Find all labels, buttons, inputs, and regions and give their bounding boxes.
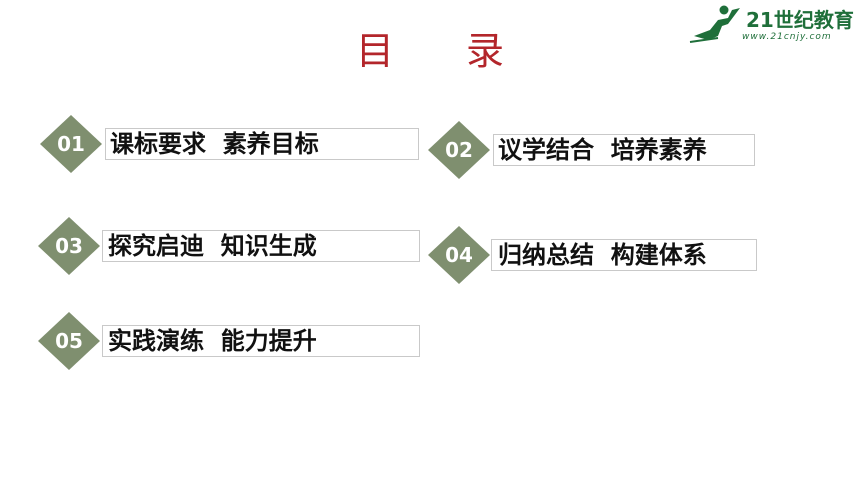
logo: 21世纪教育 www.21cnjy.com — [688, 2, 858, 48]
toc-item-box — [491, 239, 757, 271]
diamond-icon — [428, 226, 490, 284]
diamond-icon — [38, 217, 100, 275]
toc-item-number: 03 — [55, 234, 83, 258]
toc-item-05[interactable]: 实践演练 能力提升 05 — [38, 312, 420, 370]
diamond-icon — [38, 312, 100, 370]
toc-item-box — [102, 325, 420, 357]
toc-item-box — [493, 134, 755, 166]
diamond-icon — [428, 121, 490, 179]
toc-item-number: 05 — [55, 329, 83, 353]
toc-item-label: 实践演练 能力提升 — [108, 327, 317, 355]
toc-item-04[interactable]: 归纳总结 构建体系 04 — [428, 226, 770, 284]
toc-item-number: 02 — [445, 138, 473, 162]
runner-icon — [689, 5, 740, 43]
toc-item-label: 探究启迪 知识生成 — [108, 232, 317, 260]
toc-item-03[interactable]: 探究启迪 知识生成 03 — [38, 217, 420, 275]
diamond-icon — [40, 115, 102, 173]
toc-item-label: 课标要求 素养目标 — [110, 130, 319, 158]
logo-url: www.21cnjy.com — [742, 32, 832, 42]
page-title: 目 录 — [355, 29, 535, 73]
logo-name: 21世纪教育 — [746, 8, 854, 32]
toc-item-02[interactable]: 议学结合 培养素养 02 — [428, 121, 770, 179]
toc-item-box — [105, 128, 419, 160]
toc-item-label: 归纳总结 构建体系 — [498, 241, 707, 269]
toc-item-box — [102, 230, 420, 262]
toc-item-number: 01 — [57, 132, 85, 156]
toc-item-number: 04 — [445, 243, 473, 267]
toc-item-label: 议学结合 培养素养 — [498, 136, 707, 164]
toc-item-01[interactable]: 课标要求 素养目标 01 — [40, 115, 419, 173]
